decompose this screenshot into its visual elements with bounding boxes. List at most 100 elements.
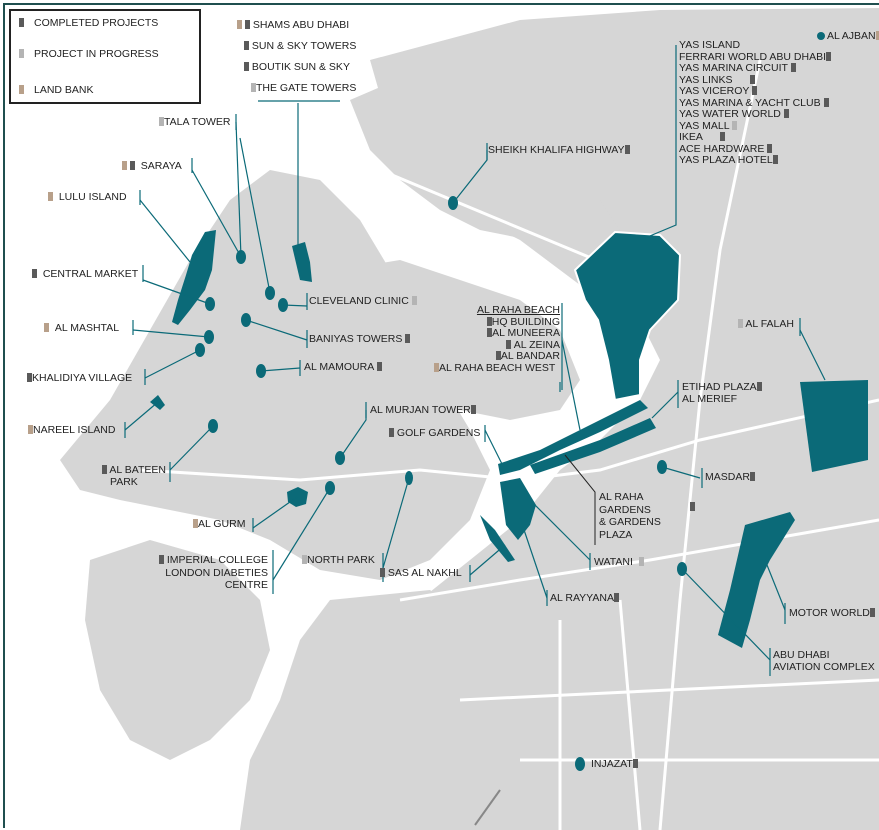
landbank-marker-icon	[193, 519, 198, 528]
leader-mashtal	[132, 329, 210, 338]
label-injazat[interactable]: INJAZAT	[591, 759, 638, 770]
label-text: BANIYAS TOWERS	[309, 333, 403, 345]
pin-al-ajban[interactable]	[817, 32, 825, 40]
completed-marker-icon	[486, 316, 492, 326]
label-text: PARK	[110, 475, 138, 488]
label-raha-gardens-group[interactable]: AL RAHA GARDENS & GARDENS PLAZA	[599, 491, 661, 541]
road-injazat-diag	[474, 789, 501, 826]
raha-project-list: AL RAHA BEACH HQ BUILDING AL MUNEERA AL …	[472, 304, 560, 363]
label-al-raha-beach-west[interactable]: AL RAHA BEACH WEST	[434, 363, 555, 374]
completed-marker-icon	[624, 145, 630, 154]
list-item-label: YAS VICEROY	[679, 85, 750, 97]
list-item-yas-marina-circuit[interactable]: YAS MARINA CIRCUIT	[679, 62, 831, 75]
label-text: INJAZAT	[591, 758, 633, 770]
label-al-falah[interactable]: AL FALAH	[738, 319, 794, 330]
land-island-north	[350, 70, 620, 250]
label-cleveland-clinic[interactable]: CLEVELAND CLINIC	[309, 296, 417, 307]
label-al-mashtal[interactable]: AL MASHTAL	[44, 323, 119, 334]
label-al-ajban[interactable]: AL AJBAN	[827, 31, 879, 42]
label-baniyas-towers[interactable]: BANIYAS TOWERS	[309, 333, 411, 345]
list-item-yas-water-world[interactable]: YAS WATER WORLD	[679, 108, 831, 121]
leader-sunsky	[239, 137, 271, 294]
label-al-murjan-tower[interactable]: AL MURJAN TOWER	[370, 405, 476, 416]
label-saraya[interactable]: SARAYA	[122, 161, 182, 172]
land-southwest	[85, 540, 270, 760]
label-masdar[interactable]: MASDAR	[705, 472, 755, 483]
label-golf-gardens[interactable]: GOLF GARDENS	[389, 428, 480, 439]
label-text: AVIATION COMPLEX	[773, 660, 875, 673]
label-north-park[interactable]: NORTH PARK	[302, 555, 375, 566]
label-tala-tower[interactable]: TALA TOWER	[159, 117, 231, 128]
label-nareel-island[interactable]: NAREEL ISLAND	[28, 425, 115, 436]
list-item-yas-island[interactable]: YAS ISLAND	[679, 39, 831, 52]
list-item-label: YAS LINKS	[679, 73, 733, 86]
label-central-market[interactable]: CENTRAL MARKET	[32, 269, 138, 280]
label-text: MOTOR WORLD	[789, 607, 870, 619]
landbank-marker-icon	[48, 192, 53, 201]
road-grid-3	[459, 678, 879, 702]
list-item-gate[interactable]: THE GATE TOWERS	[251, 78, 356, 99]
label-al-merief[interactable]: AL MERIEF	[682, 392, 762, 406]
list-item-ferrari[interactable]: FERRARI WORLD ABU DHABI	[679, 51, 832, 64]
label-al-mamoura[interactable]: AL MAMOURA	[304, 362, 382, 373]
label-sheikh-khalifa[interactable]: SHEIKH KHALIFA HIGHWAY	[488, 145, 630, 156]
list-item-al-muneera[interactable]: AL MUNEERA	[472, 327, 560, 340]
label-al-bateen-park: PARK	[110, 475, 166, 489]
land-small-isle	[180, 620, 260, 700]
list-item-yas-plaza[interactable]: YAS PLAZA HOTEL	[679, 154, 831, 167]
label-imperial-group[interactable]: IMPERIAL COLLEGE LONDON DIABETIES CENTRE	[150, 554, 268, 592]
list-item-ikea[interactable]: IKEA	[679, 131, 831, 144]
label-text: AL GURM	[198, 518, 246, 530]
label-text: AL MERIEF	[682, 392, 738, 405]
label-text: AL BATEEN	[109, 464, 166, 476]
land-island-mid	[340, 260, 580, 420]
label-motor-world[interactable]: MOTOR WORLD	[789, 608, 875, 619]
leader-bateen	[169, 425, 214, 471]
list-item-sunsky[interactable]: SUN & SKY TOWERS	[244, 36, 356, 57]
label-lulu-island[interactable]: LULU ISLAND	[48, 192, 127, 203]
raha-beach-strip-2	[530, 418, 656, 474]
leader-tala	[235, 121, 242, 258]
list-item-al-raha-beach[interactable]: AL RAHA BEACH	[472, 304, 560, 317]
list-item-al-zeina[interactable]: AL ZEINA	[472, 339, 560, 352]
label-aviation-group[interactable]: ABU DHABI AVIATION COMPLEX	[773, 649, 879, 673]
label-al-rayyana[interactable]: AL RAYYANA	[550, 593, 619, 604]
list-item-ace[interactable]: ACE HARDWARE	[679, 143, 831, 156]
list-item-al-bandar[interactable]: AL BANDAR	[472, 350, 560, 363]
list-item-yas-marina-yacht[interactable]: YAS MARINA & YACHT CLUB	[679, 97, 831, 110]
list-item-shams[interactable]: SHAMS ABU DHABI	[237, 15, 356, 36]
pin-injazat[interactable]	[575, 757, 585, 771]
list-item-label: AL RAHA BEACH	[476, 304, 560, 316]
label-text: SARAYA	[140, 160, 182, 172]
legend-label: LAND BANK	[34, 84, 94, 96]
label-text: LONDON DIABETIES	[165, 566, 268, 579]
label-text: LULU ISLAND	[58, 191, 127, 203]
list-item-yas-mall[interactable]: YAS MALL	[679, 119, 831, 133]
list-item-yas-links[interactable]: YAS LINKS	[679, 73, 831, 87]
label-al-gurm[interactable]: AL GURM	[193, 519, 245, 530]
label-al-bateen[interactable]: AL BATEEN	[102, 464, 166, 477]
label-sas-al-nakhl[interactable]: SAS AL NAKHL	[380, 568, 462, 579]
completed-marker-icon	[158, 555, 164, 564]
list-item-boutik[interactable]: BOUTIK SUN & SKY	[244, 57, 356, 78]
label-etihad-plaza[interactable]: ETIHAD PLAZA	[682, 381, 762, 394]
list-item-label: YAS ISLAND	[679, 39, 741, 51]
legend-item-progress: PROJECT IN PROGRESS	[19, 48, 159, 60]
leader-mamoura	[260, 367, 301, 372]
label-ticks	[124, 100, 801, 676]
list-item-label: YAS MALL	[679, 119, 730, 132]
list-item-yas-viceroy[interactable]: YAS VICEROY	[679, 85, 831, 98]
label-khalidiya-village[interactable]: KHALIDIYA VILLAGE	[27, 373, 132, 384]
list-item-label: HQ BUILDING	[491, 315, 560, 328]
list-item-hq-building[interactable]: HQ BUILDING	[472, 315, 560, 329]
aviation-area	[718, 512, 795, 648]
completed-marker-icon	[614, 593, 619, 602]
label-text: CENTRE	[224, 579, 268, 591]
landbank-marker-icon	[19, 85, 24, 94]
progress-marker-icon	[411, 296, 417, 305]
gate-towers-area	[292, 242, 312, 282]
leader-nareel	[124, 401, 159, 431]
label-text: AL MURJAN TOWER	[370, 404, 471, 416]
list-item-label: YAS PLAZA HOTEL	[679, 154, 773, 166]
label-watani[interactable]: WATANI	[594, 557, 644, 568]
